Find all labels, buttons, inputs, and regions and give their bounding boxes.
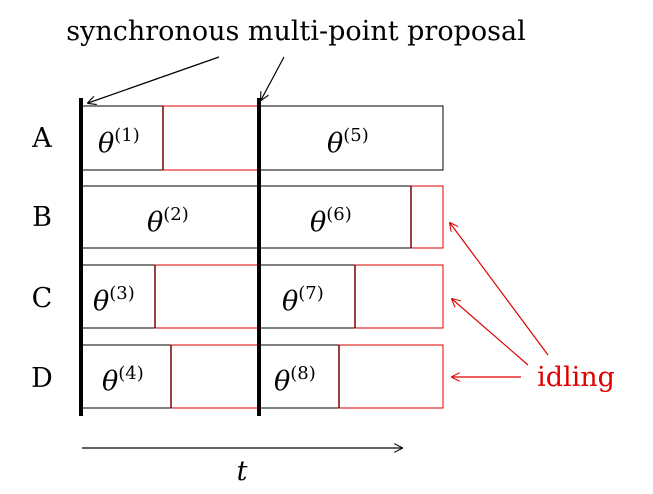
theta-symbol-8: θ [274,366,290,397]
row-label-b: B [32,202,52,233]
svg-text:θ(6): θ(6) [310,204,352,238]
svg-text:θ(8): θ(8) [274,363,316,397]
idle-box-b2 [410,185,444,249]
theta-symbol-1: θ [98,128,114,159]
diagram-title: synchronous multi-point proposal [66,16,525,47]
svg-text:θ(3): θ(3) [93,283,135,317]
theta-superscript-5: (5) [343,125,369,146]
idling-arrow-b [450,223,549,356]
theta-symbol-3: θ [93,286,109,317]
theta-superscript-2: (2) [163,204,189,225]
theta-symbol-5: θ [327,128,343,159]
svg-text:θ(7): θ(7) [282,283,324,317]
theta-superscript-3: (3) [109,283,135,304]
idle-box-d2 [338,344,444,409]
theta-superscript-6: (6) [326,204,352,225]
svg-text:θ(4): θ(4) [102,363,144,397]
theta-superscript-8: (8) [290,363,316,384]
idle-box-a1 [162,105,260,171]
title-arrow-left [88,56,220,103]
idling-arrow-c [452,299,529,366]
row-label-d: D [31,363,53,394]
idle-box-c2 [354,264,444,329]
row-b: B θ(2) θ(6) [32,185,444,249]
theta-superscript-7: (7) [298,283,324,304]
idle-box-d1 [170,344,260,409]
theta-symbol-7: θ [282,286,298,317]
idling-label: idling [537,362,615,393]
svg-text:θ(1): θ(1) [98,125,140,159]
row-c: C θ(3) θ(7) [32,264,444,329]
row-a: A θ(1) θ(5) [31,105,444,171]
svg-text:θ(5): θ(5) [327,125,369,159]
title-arrow-right [261,56,285,100]
time-axis-label: t [237,456,248,487]
row-d: D θ(4) θ(8) [31,344,444,409]
idle-box-c1 [154,264,260,329]
row-label-a: A [31,123,52,154]
theta-superscript-4: (4) [118,363,144,384]
theta-symbol-6: θ [310,207,326,238]
svg-text:θ(2): θ(2) [147,204,189,238]
theta-superscript-1: (1) [114,125,140,146]
theta-symbol-2: θ [147,207,163,238]
row-label-c: C [32,283,53,314]
theta-symbol-4: θ [102,366,118,397]
